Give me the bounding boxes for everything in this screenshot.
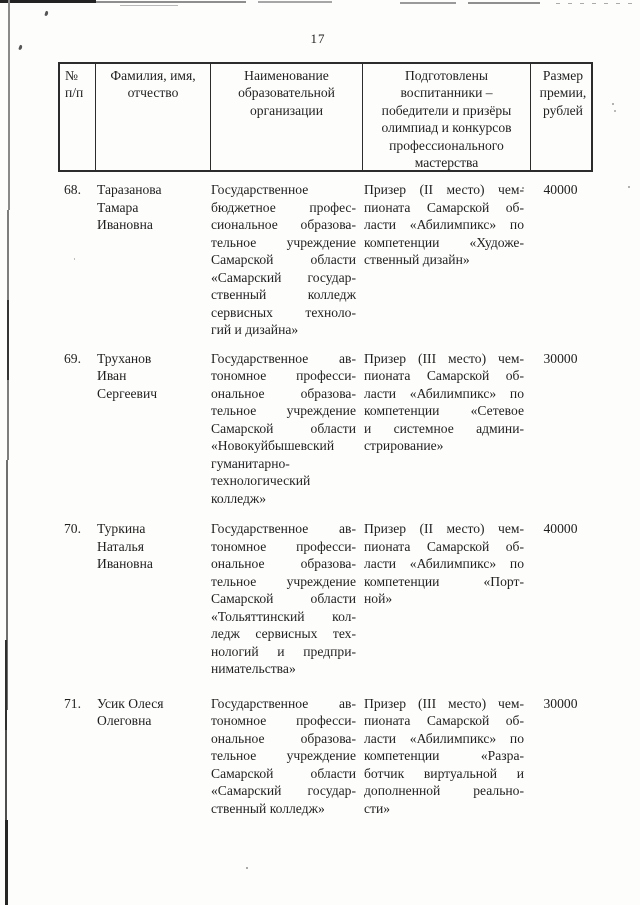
organization-cell: Государственное ав-тономное професси-она… xyxy=(211,695,356,816)
amount-cell: 40000 xyxy=(543,182,578,197)
scan-edge-top xyxy=(120,5,178,6)
award-cell: Призер (II место) чем-пионата Самарской … xyxy=(364,182,524,267)
scan-speck xyxy=(246,867,248,869)
row-number-cell: 71. xyxy=(64,695,81,711)
page-number: 17 xyxy=(310,31,326,46)
scan-speck xyxy=(18,44,23,51)
amount-cell: 30000 xyxy=(543,695,578,711)
row-number-cell: 70. xyxy=(64,521,81,536)
scan-edge-left xyxy=(6,460,8,710)
scan-edge-top xyxy=(96,1,246,3)
scan-edge-top xyxy=(400,2,456,4)
row-number-cell: 68. xyxy=(64,182,81,197)
scan-edge-left xyxy=(5,710,7,905)
scan-speck xyxy=(612,103,614,105)
award-cell: Призер (III место) чем-пионата Самарской… xyxy=(364,350,524,454)
amount-cell: 30000 xyxy=(543,350,578,366)
scan-speck xyxy=(614,110,616,112)
award-cell: Призер (II место) чем-пионата Самарской … xyxy=(364,521,524,606)
header-cell-name: Фамилия, имя,отчество xyxy=(95,64,210,170)
scan-edge-left xyxy=(5,820,8,905)
scan-edge-top xyxy=(258,1,332,3)
amount-cell: 40000 xyxy=(543,521,578,536)
scan-edge-top xyxy=(0,0,96,3)
scan-speck xyxy=(44,10,49,17)
scan-edge-left xyxy=(8,0,10,210)
scan-speck xyxy=(628,186,630,188)
scan-edge-left xyxy=(7,300,9,380)
scan-edge-top xyxy=(556,3,640,4)
scan-edge-left xyxy=(7,210,9,460)
scan-edge-top xyxy=(468,2,540,4)
organization-cell: Государственное ав-тономное професси-она… xyxy=(211,350,356,506)
row-number-cell: 69. xyxy=(64,350,81,366)
scan-edge-left xyxy=(5,640,7,730)
organization-cell: Государственное ав-тономное професси-она… xyxy=(211,521,356,676)
award-cell: Призер (III место) чем-пионата Самарской… xyxy=(364,695,524,816)
